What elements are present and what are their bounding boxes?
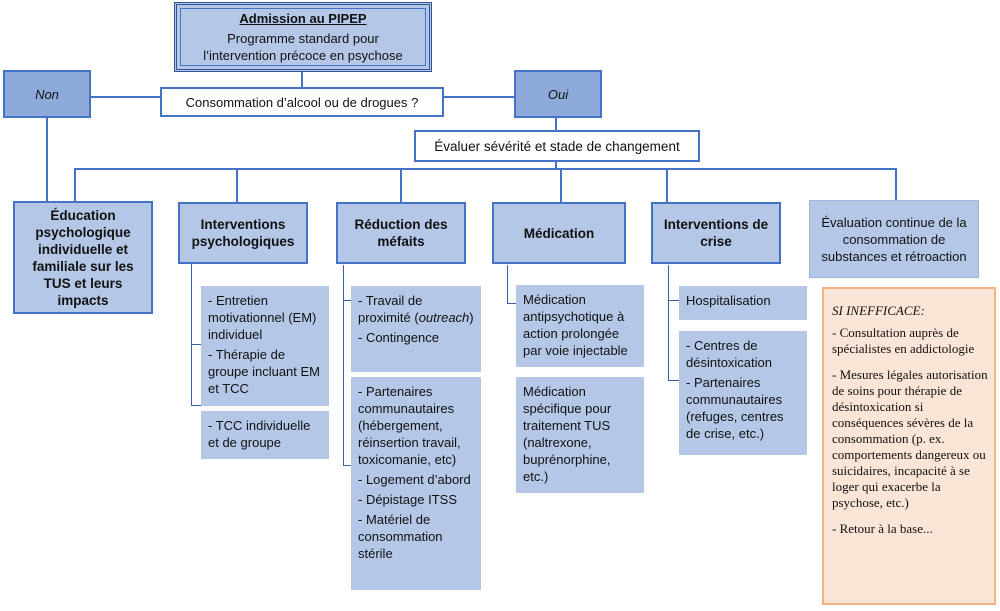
- column-education: Éducation psychologique individuelle et …: [13, 201, 153, 314]
- question-label: Consommation d’alcool ou de drogues ?: [185, 94, 419, 110]
- admission-title: Admission au PIPEP: [239, 11, 367, 26]
- list-item: - Logement d’abord: [358, 472, 471, 487]
- psych-box-1: - Entretien motivationnel (EM) individue…: [201, 286, 329, 406]
- branch-oui-label: Oui: [547, 86, 569, 102]
- connector-crisis-sub: [668, 265, 669, 380]
- list-item: - TCC individuelle et de groupe: [208, 418, 311, 450]
- ineffective-title: SI INEFFICACE:: [832, 303, 925, 318]
- column-evaluation-label: Évaluation continue de la consommation d…: [821, 214, 967, 264]
- harm-box-2: - Partenaires communautaires (hébergemen…: [351, 377, 481, 590]
- harm-item-1-after: ): [469, 310, 474, 325]
- ineffective-item: - Retour à la base...: [832, 521, 933, 536]
- list-item: - Contingence: [358, 330, 439, 345]
- column-medication-label: Médication: [523, 225, 595, 241]
- list-item: - Centres de désintoxication: [686, 338, 772, 370]
- ineffective-item: - Consultation auprès de spécialistes en…: [832, 325, 975, 356]
- ineffective-box: SI INEFFICACE: - Consultation auprès de …: [822, 287, 996, 605]
- branch-oui: Oui: [514, 70, 602, 118]
- list-item: - Thérapie de groupe incluant EM et TCC: [208, 347, 321, 396]
- connector-admission-down: [301, 72, 303, 90]
- question-box: Consommation d’alcool ou de drogues ?: [160, 87, 444, 117]
- connector-crisis-sub-tick2: [668, 380, 679, 381]
- column-psych: Interventions psychologiques: [178, 202, 308, 264]
- connector-harm-sub-tick1: [343, 300, 351, 301]
- column-psych-label: Interventions psychologiques: [191, 217, 295, 249]
- connector-med-sub: [507, 265, 508, 303]
- column-medication: Médication: [492, 202, 626, 264]
- connector-col5: [666, 168, 668, 202]
- connector-col2: [236, 168, 238, 202]
- admission-box: Admission au PIPEP Programme standard po…: [174, 2, 432, 72]
- column-crisis: Interventions de crise: [651, 202, 781, 264]
- list-item: - Partenaires communautaires (hébergemen…: [358, 384, 461, 467]
- connector-crisis-sub-tick1: [668, 300, 679, 301]
- admission-subtitle: Programme standard pour l’intervention p…: [203, 31, 403, 63]
- column-crisis-label: Interventions de crise: [663, 217, 769, 249]
- connector-col3: [400, 168, 402, 202]
- connector-psych-sub-tick2: [191, 405, 201, 406]
- connector-non-down: [46, 118, 48, 202]
- harm-item-1-before: - Travail de proximité (: [358, 293, 423, 325]
- harm-box-1: - Travail de proximité (outreach) - Cont…: [351, 286, 481, 372]
- connector-psych-sub-tick1: [191, 344, 201, 345]
- branch-non-label: Non: [35, 86, 59, 102]
- medication-box-2: Médication spécifique pour traitement TU…: [516, 377, 644, 493]
- ineffective-item: - Mesures légales autorisation de soins …: [832, 367, 988, 510]
- connector-harm-sub: [343, 265, 344, 465]
- evaluate-label: Évaluer sévérité et stade de changement: [434, 138, 680, 154]
- connector-eval-down: [555, 161, 557, 169]
- medication-item-1: Médication antipsychotique à action prol…: [523, 292, 628, 358]
- psych-box-2: - TCC individuelle et de groupe: [201, 411, 329, 459]
- connector-col4: [560, 168, 562, 202]
- connector-oui-down: [555, 118, 557, 132]
- crisis-box-1: Hospitalisation: [679, 286, 807, 320]
- connector-med-sub-tick: [507, 303, 516, 304]
- list-item: - Travail de proximité (outreach): [358, 292, 474, 326]
- connector-col1: [74, 168, 76, 202]
- evaluate-box: Évaluer sévérité et stade de changement: [414, 130, 700, 162]
- column-harm-label: Réduction des méfaits: [354, 217, 448, 249]
- medication-item-2: Médication spécifique pour traitement TU…: [523, 384, 612, 484]
- column-evaluation: Évaluation continue de la consommation d…: [809, 200, 979, 278]
- connector-columns-bar: [74, 168, 896, 170]
- column-harm: Réduction des méfaits: [336, 202, 466, 264]
- connector-harm-sub-tick2: [343, 465, 351, 466]
- column-education-label: Éducation psychologique individuelle et …: [32, 207, 134, 308]
- harm-item-1-italic: outreach: [418, 310, 470, 325]
- crisis-box-2: - Centres de désintoxication - Partenair…: [679, 331, 807, 455]
- list-item: - Partenaires communautaires (refuges, c…: [686, 375, 784, 441]
- list-item: - Dépistage ITSS: [358, 492, 457, 507]
- connector-col6: [895, 168, 897, 202]
- connector-psych-sub: [191, 262, 192, 405]
- list-item: - Entretien motivationnel (EM) individue…: [208, 293, 317, 342]
- medication-box-1: Médication antipsychotique à action prol…: [516, 285, 644, 367]
- branch-non: Non: [3, 70, 91, 118]
- list-item: - Matériel de consommation stérile: [358, 512, 443, 561]
- crisis-item-1: Hospitalisation: [686, 293, 771, 308]
